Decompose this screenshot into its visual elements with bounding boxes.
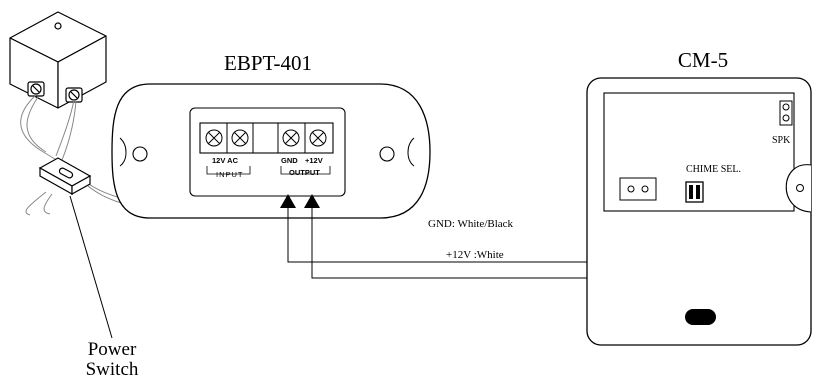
ebpt-mount-hole-left — [132, 146, 148, 162]
ebpt-left-notch — [119, 137, 127, 167]
cm5-slot — [685, 309, 716, 325]
gnd-wire-label: GND: White/Black — [428, 218, 514, 230]
spk-pin-2 — [782, 114, 790, 122]
power-switch-leader — [69, 195, 113, 339]
terminal-12v-ac: 12V AC — [212, 156, 239, 165]
chime-sel-label: CHIME SEL. — [686, 164, 741, 175]
power-switch-label-1: Power — [88, 339, 137, 360]
terminal-screws — [205, 123, 327, 153]
power-transformer — [9, 11, 107, 109]
power-pin-1 — [627, 185, 635, 193]
power-pin-2 — [641, 185, 649, 193]
chime-dip-switch — [685, 181, 704, 203]
output-bracket — [280, 166, 331, 175]
plus12-wire-label: +12V :White — [446, 249, 504, 261]
power-connector — [619, 177, 657, 201]
spk-label: SPK — [772, 135, 791, 146]
ebpt-mount-hole-right — [379, 146, 395, 162]
spk-pin-1 — [782, 103, 790, 111]
chime-dip-2 — [696, 185, 700, 199]
power-switch — [38, 157, 92, 196]
chime-dip-1 — [689, 185, 693, 199]
cm5-side-speaker-dot — [796, 184, 804, 192]
input-bracket — [206, 166, 251, 175]
power-switch-label-2: Switch — [86, 359, 139, 380]
terminal-plus12v: +12V — [305, 156, 323, 165]
input-label: INPUT — [216, 170, 244, 179]
ebpt-right-notch — [407, 137, 415, 167]
terminal-gnd: GND — [281, 156, 298, 165]
cm5-title: CM-5 — [678, 48, 728, 72]
ebpt-title: EBPT-401 — [224, 51, 312, 75]
output-label: OUTPUT — [289, 168, 320, 177]
